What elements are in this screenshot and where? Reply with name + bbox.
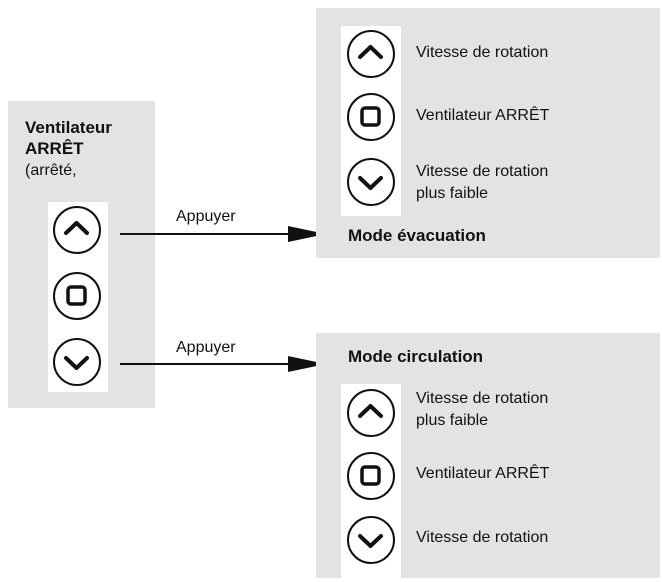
state-title-line1: Ventilateur [25,118,112,137]
arrow-label-down: Appuyer [176,339,236,356]
evacuation-up-button[interactable] [347,30,395,78]
up-button[interactable] [53,206,101,254]
chevron-up-icon [358,45,383,59]
circulation-item-1-label-line1: Vitesse de rotation [416,390,549,407]
evacuation-stop-button[interactable] [347,93,395,141]
evacuation-item-1-label: Vitesse de rotation [416,44,549,61]
circulation-item-3-label: Vitesse de rotation [416,529,549,546]
stop-square-icon [360,465,381,486]
evacuation-down-button[interactable] [347,158,395,206]
arrow-to-circulation [120,356,326,372]
chevron-up-icon [358,404,383,418]
stop-square-icon [66,285,87,306]
circulation-stop-button[interactable] [347,452,395,500]
evacuation-mode-title: Mode évacuation [348,226,486,245]
arrow-to-evacuation [120,226,326,242]
circulation-down-button[interactable] [347,516,395,564]
state-title-line2: ARRÊT [25,139,84,158]
circulation-up-button[interactable] [347,389,395,437]
evacuation-item-2-label: Ventilateur ARRÊT [416,107,550,124]
circulation-mode-title: Mode circulation [348,347,484,366]
state-subtitle: (arrêté, [25,162,77,179]
chevron-down-icon [358,176,383,190]
arrow-label-up: Appuyer [176,208,236,225]
evacuation-item-3-label-line2: plus faible [416,185,489,202]
circulation-item-1-label-line2: plus faible [416,412,489,429]
stop-button[interactable] [53,272,101,320]
down-button[interactable] [53,338,101,386]
chevron-up-icon [64,221,89,235]
evacuation-item-3-label-line1: Vitesse de rotation [416,163,549,180]
chevron-down-icon [358,534,383,548]
chevron-down-icon [64,356,89,370]
circulation-item-2-label: Ventilateur ARRÊT [416,465,550,482]
stop-square-icon [360,106,381,127]
